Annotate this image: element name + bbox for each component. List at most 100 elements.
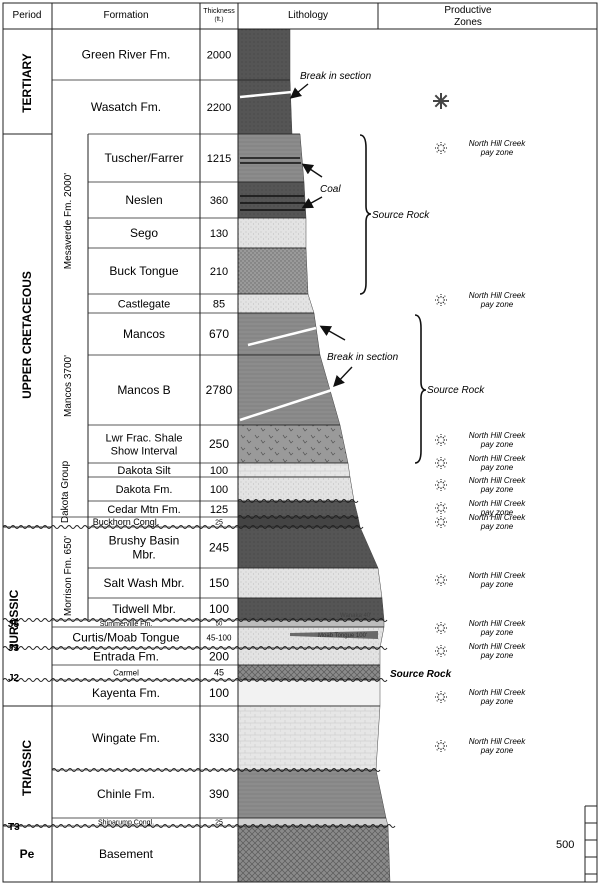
formation-name: Neslen	[125, 193, 162, 207]
unconformity-line	[2, 646, 388, 650]
source-rock-brace-2	[414, 314, 427, 464]
pay-zone-icon	[435, 645, 447, 657]
pay-zone-label: pay zone	[480, 508, 514, 517]
pay-zone-icon	[435, 622, 447, 634]
pay-zone-label: pay zone	[480, 697, 514, 706]
lithology-bed	[237, 424, 349, 464]
lithology-bed	[237, 567, 383, 599]
pay-zone-label: North Hill Creek	[469, 476, 526, 485]
column-grid	[2, 3, 598, 883]
formation-thickness: 45	[214, 668, 224, 678]
pay-zone-label: North Hill Creek	[469, 571, 526, 580]
period-tertiary: TERTIARY	[20, 53, 34, 113]
header-zones: Zones	[454, 17, 482, 28]
arrow-break-3	[333, 366, 353, 388]
formation-thickness: 25	[215, 819, 223, 826]
formation-name: Curtis/Moab Tongue	[72, 631, 180, 645]
formation-name: Buck Tongue	[109, 264, 178, 278]
formation-thickness: 2780	[206, 383, 233, 397]
lithology-bed	[237, 664, 381, 681]
lithology-bed	[237, 462, 351, 478]
group-mesaverde: Mesaverde Fm. 2000'	[63, 173, 74, 269]
header-productive: Productive	[444, 5, 492, 16]
formation-name: Mancos B	[117, 383, 170, 397]
formation-name: Brushy Basin	[109, 534, 180, 548]
formation-name: Cedar Mtn Fm.	[107, 504, 180, 516]
pay-zone-icon	[435, 740, 447, 752]
formation-name: Mancos	[123, 327, 165, 341]
pay-zone-icon	[435, 691, 447, 703]
formation-name: Chinle Fm.	[97, 787, 155, 801]
source-rock-label-1: Source Rock	[372, 210, 430, 221]
pay-zone-label: North Hill Creek	[469, 139, 526, 148]
pay-zone-label: pay zone	[480, 580, 514, 589]
formation-thickness: 125	[210, 504, 228, 516]
lithology-bed	[237, 526, 379, 569]
group-mancos: Mancos 3700'	[63, 355, 74, 417]
unconformity-line	[237, 515, 359, 519]
pay-zone-icon	[435, 516, 447, 528]
pay-zone-icon	[435, 479, 447, 491]
formation-name: Sego	[130, 226, 158, 240]
unconformity-line	[2, 618, 388, 622]
formation-thickness: 670	[209, 327, 229, 341]
lithology-bed	[237, 647, 381, 666]
arrow-coal-2	[301, 196, 323, 209]
formation-name: Kayenta Fm.	[92, 686, 160, 700]
unconformity-line	[237, 499, 359, 503]
formation-name: Dakota Fm.	[116, 484, 173, 496]
lithology-bed	[237, 79, 293, 135]
unconformity-j3: J3	[8, 643, 20, 654]
lithology-bed	[237, 679, 381, 707]
pay-zone-label: pay zone	[480, 746, 514, 755]
unconformity-line	[2, 824, 396, 828]
header-row: Period Formation Thickness (ft.) Litholo…	[2, 2, 598, 30]
formation-name: Shinarump Congl.	[98, 819, 154, 826]
lithology-bed	[237, 825, 391, 883]
period-labels: TERTIARY UPPER CRETACEOUS JURASSIC TRIAS…	[7, 53, 35, 861]
period-precambrian: Pe	[20, 847, 35, 861]
unconformity-line	[2, 525, 364, 529]
header-period: Period	[13, 10, 42, 21]
annotations: Break in section Coal Source Rock Break …	[289, 71, 485, 680]
group-dakota: Dakota Group	[60, 460, 71, 523]
pay-zone-label: pay zone	[480, 440, 514, 449]
formation-name: Entrada Fm.	[93, 650, 159, 664]
formation-thickness: 100	[209, 686, 229, 700]
moab-tongue-label: Moab Tongue 100'	[318, 633, 367, 639]
formation-name: Wingate Fm.	[92, 731, 160, 745]
formation-thickness: 50	[216, 622, 223, 628]
unconformity-labels: J5 J3 J2 T3	[8, 619, 20, 833]
pay-zone-label: North Hill Creek	[469, 619, 526, 628]
unconformity-j2: J2	[8, 673, 20, 684]
pay-zone-label: pay zone	[480, 300, 514, 309]
pay-zone-label: North Hill Creek	[469, 737, 526, 746]
pay-zone-label: North Hill Creek	[469, 454, 526, 463]
pay-zone-label: pay zone	[480, 651, 514, 660]
lithology-bed	[237, 28, 291, 81]
formation-thickness: 200	[209, 650, 229, 664]
pay-zone-label: pay zone	[480, 522, 514, 531]
formation-thickness: 245	[209, 541, 229, 555]
header-thickness-unit: (ft.)	[215, 17, 224, 23]
scale-label: 500	[556, 839, 574, 851]
unconformity-j5: J5	[8, 619, 20, 630]
pay-zone-icon	[435, 502, 447, 514]
pay-zone-label: North Hill Creek	[469, 291, 526, 300]
header-formation: Formation	[103, 10, 148, 21]
break-line	[247, 326, 317, 347]
pay-zone-icon	[435, 457, 447, 469]
formation-name: Tuscher/Farrer	[105, 151, 184, 165]
formation-name: Lwr Frac. Shale	[105, 432, 182, 444]
formation-name: Dakota Silt	[117, 465, 170, 477]
pay-zone-label: pay zone	[480, 485, 514, 494]
lithology-column	[237, 28, 391, 883]
formation-thickness: 390	[209, 787, 229, 801]
formation-name: Wasatch Fm.	[91, 100, 161, 114]
break-line	[239, 386, 339, 422]
lithology-bed	[237, 217, 307, 249]
pay-zone-label: North Hill Creek	[469, 499, 526, 508]
unconformity-line	[51, 768, 381, 772]
